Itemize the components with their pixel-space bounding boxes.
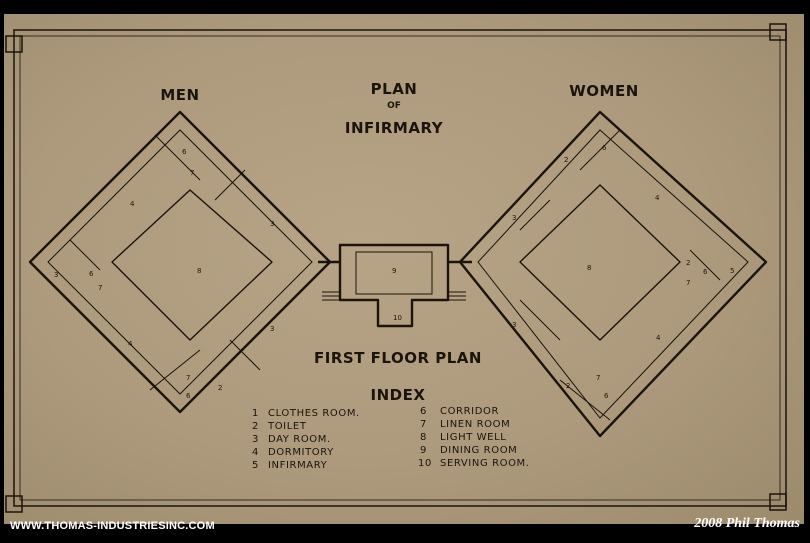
room-label: 5 (730, 267, 734, 275)
index-number: 7 (420, 419, 427, 430)
room-label: 4 (655, 194, 660, 202)
index-number: 9 (420, 445, 427, 456)
room-label: 7 (686, 279, 690, 287)
room-label: 3 (54, 271, 58, 279)
room-label: 3 (512, 214, 516, 222)
room-label: 2 (564, 156, 568, 164)
index-label: CLOTHES ROOM. (268, 408, 360, 419)
index-number: 6 (420, 406, 427, 417)
index-label: CORRIDOR (440, 406, 499, 417)
index-number: 5 (252, 460, 259, 471)
women-light-well (519, 184, 681, 341)
first-floor-heading: FIRST FLOOR PLAN (314, 349, 482, 367)
interior-partitions (47, 129, 749, 421)
room-label: 2 (686, 259, 690, 267)
index-label: SERVING ROOM. (440, 458, 530, 469)
room-label: 6 (604, 392, 609, 400)
index-label: LIGHT WELL (440, 432, 506, 443)
infirmary-heading: INFIRMARY (345, 119, 444, 137)
women-heading: WOMEN (569, 82, 639, 100)
room-label: 10 (393, 314, 402, 322)
room-label: 6 (186, 392, 191, 400)
room-labels: 4 3 8 3 6 7 4 3 6 7 7 6 2 9 10 3 4 8 5 2… (54, 144, 734, 400)
index-number: 3 (252, 434, 259, 445)
index-legend: 1 CLOTHES ROOM. 2 TOILET 3 DAY ROOM. 4 D… (252, 406, 530, 471)
copyright-credit: 2008 Phil Thomas (694, 516, 800, 531)
room-label: 8 (587, 264, 591, 272)
room-label: 9 (392, 267, 396, 275)
index-number: 4 (252, 447, 259, 458)
index-label: LINEN ROOM (440, 419, 510, 430)
room-label: 8 (197, 267, 201, 275)
room-label: 6 (602, 144, 607, 152)
room-label: 7 (186, 374, 190, 382)
room-label: 7 (596, 374, 600, 382)
index-label: TOILET (267, 421, 307, 432)
index-label: DAY ROOM. (268, 434, 331, 445)
index-label: INFIRMARY (268, 460, 328, 471)
headings: MEN WOMEN PLAN OF INFIRMARY FIRST FLOOR … (160, 80, 638, 404)
room-label: 4 (656, 334, 661, 342)
index-number: 10 (418, 458, 432, 469)
blueprint-paper (4, 14, 804, 524)
room-label: 4 (130, 200, 135, 208)
room-label: 7 (98, 284, 102, 292)
men-heading: MEN (160, 86, 199, 104)
room-label: 3 (270, 325, 274, 333)
border-frame (5, 23, 787, 513)
of-heading: OF (387, 101, 401, 111)
index-heading: INDEX (371, 386, 426, 404)
women-wing-outer (458, 110, 768, 438)
room-label: 7 (190, 169, 194, 177)
building-walls (28, 110, 768, 438)
room-label: 6 (89, 270, 94, 278)
room-label: 2 (218, 384, 222, 392)
men-wing-outer (28, 110, 332, 414)
room-label: 4 (128, 340, 133, 348)
index-label: DORMITORY (268, 447, 334, 458)
room-label: 3 (512, 321, 516, 329)
room-label: 6 (182, 148, 187, 156)
website-credit: WWW.THOMAS-INDUSTRIESINC.COM (10, 520, 215, 532)
room-label: 2 (566, 382, 570, 390)
dining-block (338, 243, 450, 328)
index-label: DINING ROOM (440, 445, 517, 456)
index-number: 2 (252, 421, 259, 432)
room-label: 3 (270, 220, 274, 228)
men-light-well (111, 189, 273, 341)
plan-heading: PLAN (371, 80, 418, 98)
room-label: 6 (703, 268, 708, 276)
index-number: 1 (252, 408, 259, 419)
index-number: 8 (420, 432, 427, 443)
